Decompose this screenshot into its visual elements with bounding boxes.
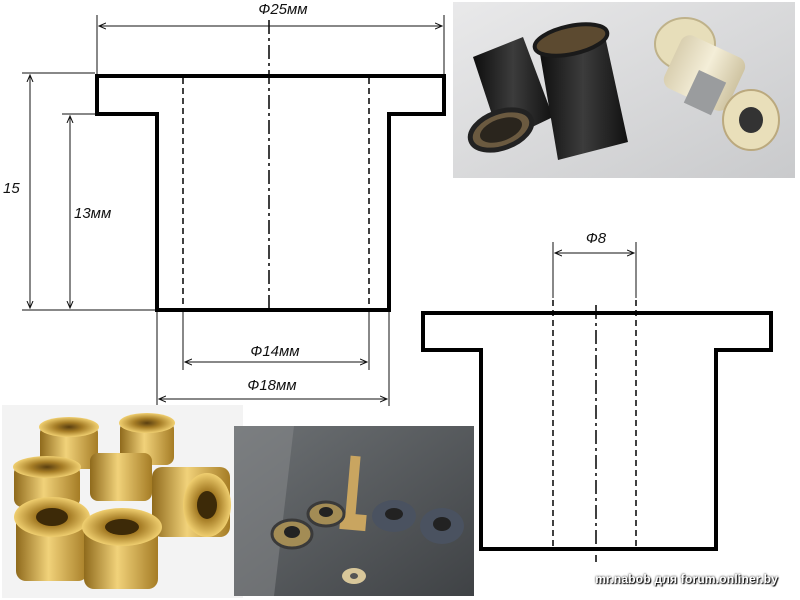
label-body-height: 13мм	[74, 205, 111, 222]
small-bushing-outline	[421, 311, 773, 551]
plastic-bushing-icon	[654, 17, 780, 151]
metal-bushing-icon	[467, 22, 628, 160]
label-outer-diameter: Ф25мм	[258, 1, 307, 18]
photo-brass-bushings	[2, 405, 243, 598]
photo-assembly-parts	[234, 426, 474, 596]
label-second-inner-diameter: Ф8	[586, 230, 607, 247]
label-body-diameter: Ф18мм	[247, 377, 296, 394]
label-inner-diameter: Ф14мм	[250, 343, 299, 360]
label-total-height: 15	[3, 180, 20, 197]
photo-steel-and-plastic-bushings	[453, 2, 795, 178]
bolt-icon	[339, 455, 367, 532]
brass-bushing-icon	[13, 413, 231, 589]
large-bushing-outline	[95, 74, 446, 312]
watermark: mr.nabob для forum.onliner.by	[595, 572, 778, 586]
